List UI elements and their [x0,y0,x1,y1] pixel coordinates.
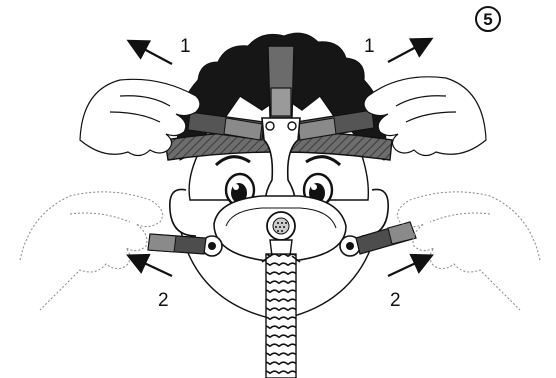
right-hand [363,76,487,157]
step-number: 5 [483,10,492,29]
left-eyebrow [214,155,251,167]
upper-right-strap-tab [297,117,337,141]
arrow-up-right-bottom [387,253,434,277]
lower-right-hand [397,191,541,311]
arrow-up-right-top [387,37,434,63]
left-ear [169,188,197,237]
label-top-left: 1 [180,36,191,57]
label-top-right: 1 [364,36,375,57]
arrow-up-left-bottom [126,253,173,277]
lower-left-strap-tab [147,233,177,253]
label-bottom-left: 2 [158,290,169,311]
left-hand [79,78,201,157]
mask-frame [201,117,361,263]
upper-left-strap-tab [223,117,263,141]
label-bottom-right: 2 [390,290,401,311]
air-hose [261,239,301,378]
right-eyebrow [305,155,342,167]
step-badge: 5 [475,6,501,32]
lower-left-hand [19,191,163,311]
crown-strap-tab [270,87,292,117]
arrow-up-left-top [126,39,173,65]
